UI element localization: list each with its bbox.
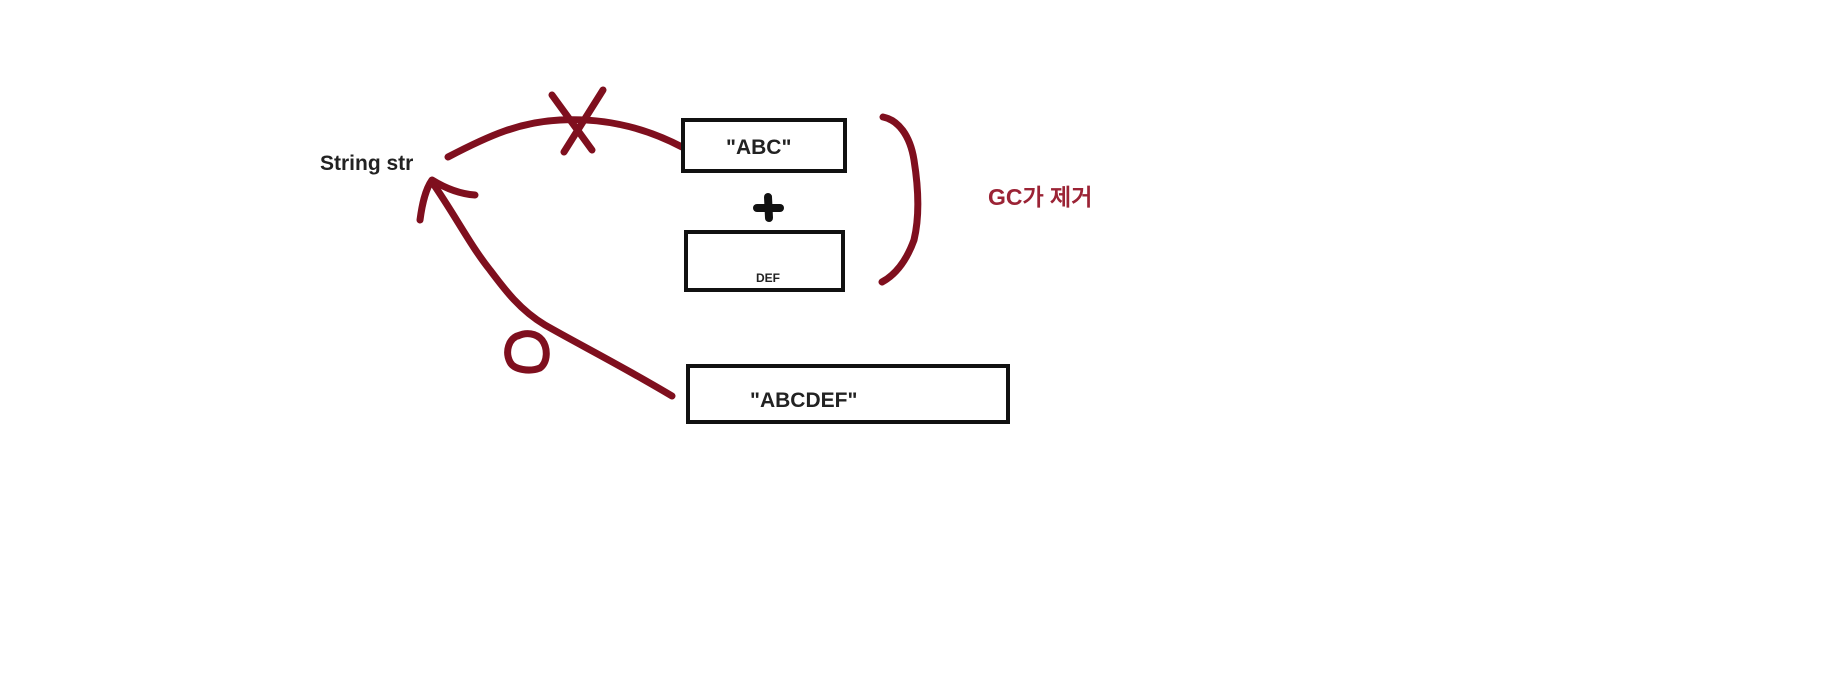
string-box-abc-text: "ABC" — [726, 136, 792, 159]
string-box-abcdef-text: "ABCDEF" — [750, 389, 858, 412]
x-mark-icon — [548, 86, 607, 156]
arrow-abc-to-str — [444, 116, 686, 161]
string-box-def — [684, 230, 845, 292]
arrow-abcdef-to-str — [428, 178, 676, 400]
o-mark-icon — [504, 330, 550, 374]
string-box-abc — [681, 118, 847, 173]
gc-removal-label: GC가 제거 — [988, 184, 1093, 210]
arrow-head — [416, 176, 479, 224]
plus-icon — [753, 193, 784, 222]
string-box-abcdef — [686, 364, 1010, 424]
string-box-def-text: DEF — [756, 271, 780, 285]
variable-label: String str — [320, 152, 414, 175]
gc-bracket — [878, 113, 922, 286]
